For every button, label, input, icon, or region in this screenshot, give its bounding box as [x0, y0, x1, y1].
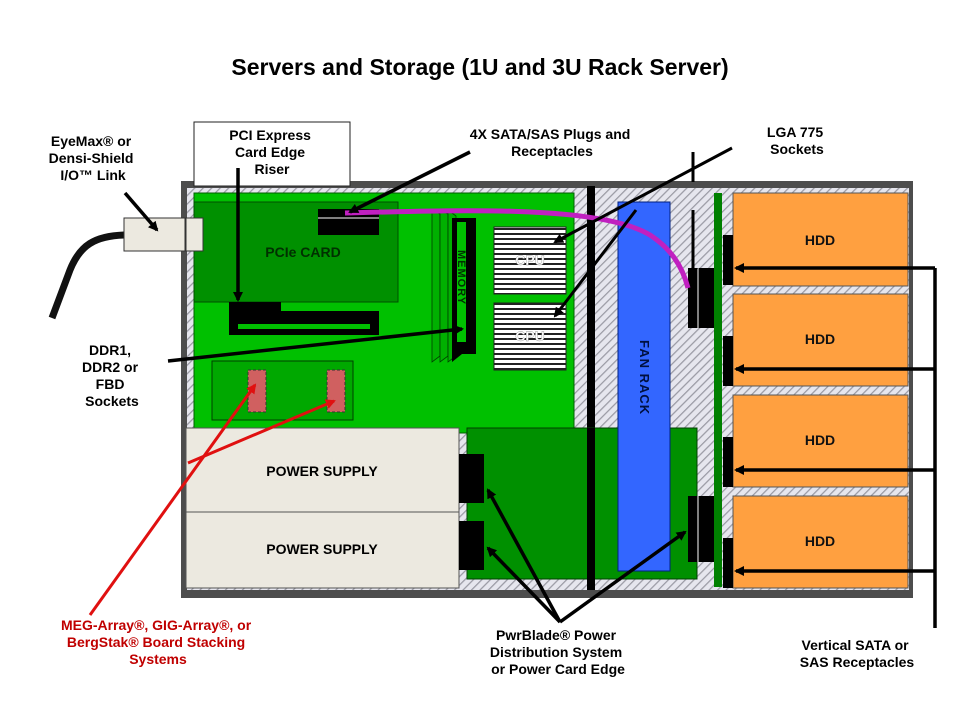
hdd-3-label: HDD: [805, 432, 835, 448]
lga-label: LGA 775 Sockets: [767, 124, 827, 157]
sata-cable: [344, 208, 691, 289]
pcie-card-label: PCIe CARD: [265, 244, 340, 260]
hdd-bay: HDD HDD HDD HDD: [723, 192, 909, 589]
memory-modules: [431, 209, 476, 363]
ddr-label: DDR1, DDR2 or FBD Sockets: [82, 342, 142, 409]
power-supply-1: [185, 427, 460, 513]
page-title: Servers and Storage (1U and 3U Rack Serv…: [231, 54, 728, 80]
power-supply-1-label: POWER SUPPLY: [266, 463, 378, 479]
stacking-connector-2: [326, 369, 346, 413]
power-supply-2-label: POWER SUPPLY: [266, 541, 378, 557]
meg-array-label: MEG-Array®, GIG-Array®, or BergStak® Boa…: [61, 617, 255, 667]
divider-bar: [587, 186, 595, 590]
hdd-2-label: HDD: [805, 331, 835, 347]
eyemax-connector: [123, 217, 187, 252]
lga-arrow-2: [553, 209, 638, 318]
pwrblade-label: PwrBlade® Power Distribution System or P…: [490, 627, 626, 677]
memory-label: MEMORY: [455, 250, 467, 305]
pwrblade-connector-1: [459, 454, 484, 503]
ddr-arrow: [167, 324, 464, 363]
pci-riser-callout-box: [193, 121, 351, 187]
backplane: [714, 193, 722, 587]
sata-plugs-arrow: [348, 150, 471, 214]
meg-array-arrow-2: [187, 399, 336, 465]
io-cable: [48, 231, 125, 320]
pwrblade-arrow-2: [486, 546, 562, 624]
hdd-4-label: HDD: [805, 533, 835, 549]
stacking-connector-1: [247, 369, 267, 413]
pci-riser-label: PCI Express Card Edge Riser: [229, 127, 315, 177]
fan-rack-label: FAN RACK: [637, 340, 652, 415]
sata-connector-top: [688, 268, 714, 328]
sata-plugs-label: 4X SATA/SAS Plugs and Receptacles: [470, 126, 634, 159]
meg-array-arrow-1: [88, 383, 257, 616]
vertical-sata-arrows: [734, 263, 937, 628]
pwrblade-connector-2: [459, 521, 484, 570]
pwrblade-connector-3: [688, 496, 714, 562]
cpu-1-label: CPU: [515, 252, 545, 268]
eyemax-label: EyeMax® or Densi-Shield I/O™ Link: [49, 133, 138, 183]
vertical-sata-label: Vertical SATA or SAS Receptacles: [800, 637, 915, 670]
cpu-2-label: CPU: [515, 328, 545, 344]
eyemax-arrow: [123, 191, 159, 232]
pwrblade-arrow-3: [558, 530, 687, 624]
lga-arrow-1: [553, 146, 733, 244]
hdd-1: [732, 192, 909, 287]
pwrblade-arrow-1: [486, 488, 562, 623]
hdd-1-label: HDD: [805, 232, 835, 248]
fan-rack: [617, 201, 671, 572]
